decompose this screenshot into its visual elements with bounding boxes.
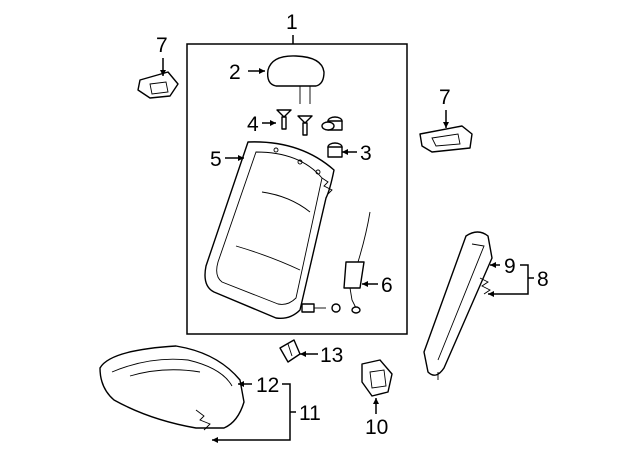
headrest-guide[interactable] <box>321 116 343 158</box>
arrow-13 <box>300 351 306 357</box>
arrow-5 <box>238 155 244 161</box>
arrow-12 <box>238 381 244 387</box>
callout-6: 6 <box>381 274 393 297</box>
arrow-2 <box>259 68 265 74</box>
callout-7-right: 7 <box>439 86 451 109</box>
callout-8: 8 <box>537 268 549 291</box>
striker-latch[interactable] <box>361 359 393 397</box>
arrow-7-left <box>160 70 166 76</box>
arrow-10 <box>373 398 379 404</box>
callout-1: 1 <box>286 11 298 34</box>
hinge-bracket-right[interactable] <box>419 125 473 153</box>
arrow-6 <box>362 281 368 287</box>
callout-4: 4 <box>247 113 259 136</box>
leader-8 <box>488 264 529 295</box>
belt-bolt[interactable] <box>301 303 341 313</box>
callout-7-left: 7 <box>156 34 168 57</box>
arrow-7-right <box>443 122 449 128</box>
cushion-hook[interactable] <box>279 339 301 363</box>
arrow-3 <box>342 149 348 155</box>
callout-12: 12 <box>256 374 279 397</box>
hinge-bracket-left[interactable] <box>137 71 179 99</box>
callout-10: 10 <box>365 416 388 439</box>
arrow-8 <box>488 291 494 297</box>
seat-cushion[interactable] <box>99 345 245 431</box>
seat-back-cover[interactable] <box>204 141 335 320</box>
arrow-4 <box>270 120 276 126</box>
callout-11: 11 <box>299 402 321 425</box>
headrest-guide-lock[interactable] <box>276 109 313 136</box>
headrest[interactable] <box>266 55 325 104</box>
callout-5: 5 <box>210 148 222 171</box>
callout-9: 9 <box>504 255 516 278</box>
seat-back-assembly-frame <box>186 43 408 335</box>
seat-belt-buckle[interactable] <box>343 211 371 314</box>
callout-2: 2 <box>229 61 241 84</box>
callout-3: 3 <box>360 142 372 165</box>
side-bolster[interactable] <box>423 231 493 380</box>
arrow-11 <box>212 437 218 443</box>
callout-13: 13 <box>320 344 343 367</box>
arrow-9 <box>490 262 496 268</box>
